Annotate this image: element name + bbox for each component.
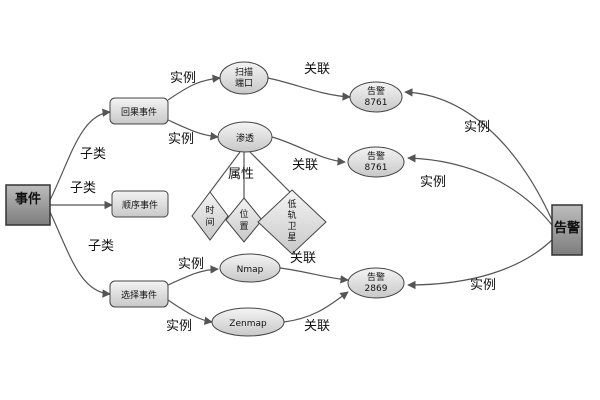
- select-event-label: 选择事件: [121, 289, 157, 301]
- edge-pen-alert-mid: [271, 136, 346, 166]
- label-relate-mid: 关联: [292, 158, 318, 173]
- penetration-label: 渗透: [236, 132, 254, 144]
- edge-zenmap-alert-bottom: [283, 291, 349, 323]
- label-instance-alarm-mid: 实例: [420, 175, 446, 190]
- label-subclass-2: 子类: [70, 181, 96, 196]
- edge-scan-alert-top: [267, 77, 351, 101]
- node-loopback-event: 回果事件: [109, 97, 169, 125]
- attr-time-label-2: 间: [205, 216, 214, 228]
- attr-time-label-1: 时: [205, 204, 214, 216]
- edge-alarm-alert-top: [404, 88, 553, 221]
- node-attr-position: 位 置: [225, 197, 263, 243]
- edge-select-nmap: [167, 265, 219, 286]
- nmap-label: Nmap: [237, 265, 264, 275]
- edge-nmap-alert-bottom: [279, 267, 349, 284]
- node-alert-mid: 告警 8761: [347, 146, 405, 178]
- edge-labels: 子类 子类 子类 实例 实例 实例 实例 实例 实例 实例 关联 关联 关联 关…: [70, 62, 496, 334]
- label-instance-alarm-bottom: 实例: [470, 278, 496, 293]
- edge-select-zenmap: [167, 299, 213, 325]
- label-subclass-1: 子类: [80, 147, 106, 162]
- node-zenmap: Zenmap: [211, 307, 285, 337]
- node-scan-port: 扫描 端口: [219, 61, 269, 95]
- alert-mid-label-2: 8761: [365, 163, 388, 173]
- scan-port-label-1: 扫描: [235, 66, 253, 78]
- label-relate-zenmap: 关联: [304, 319, 330, 334]
- alert-top-label-1: 告警: [367, 85, 385, 97]
- node-alert-top: 告警 8761: [349, 81, 403, 113]
- label-instance-nmap: 实例: [178, 257, 204, 272]
- node-event: 事件: [5, 184, 51, 226]
- loopback-event-label: 回果事件: [121, 106, 157, 118]
- edge-loopback-penetration: [167, 119, 219, 141]
- label-instance-alarm-top: 实例: [464, 120, 490, 135]
- node-attr-time: 时 间: [191, 191, 229, 241]
- edges: [49, 74, 553, 325]
- alert-bottom-label-2: 2869: [365, 284, 388, 294]
- sequence-event-label: 顺序事件: [122, 199, 158, 211]
- label-instance-pen: 实例: [168, 132, 194, 147]
- attr-path-label-2: 轨: [287, 209, 296, 221]
- alert-mid-label-1: 告警: [367, 150, 385, 162]
- label-relate-nmap: 关联: [290, 251, 316, 266]
- alarm-label: 告警: [554, 220, 580, 236]
- edge-event-loopback: [49, 108, 111, 201]
- edge-alarm-alert-mid: [407, 154, 553, 226]
- scan-port-label-2: 端口: [235, 77, 253, 89]
- edge-pen-attr-time: [209, 151, 241, 193]
- attr-pos-label-2: 置: [239, 221, 248, 232]
- label-instance-scan: 实例: [170, 71, 196, 86]
- node-sequence-event: 顺序事件: [111, 190, 169, 218]
- node-select-event: 选择事件: [109, 280, 169, 308]
- edge-event-select: [49, 211, 111, 298]
- node-alert-bottom: 告警 2869: [347, 267, 405, 299]
- attr-path-label-1: 低: [287, 198, 296, 210]
- label-subclass-3: 子类: [88, 239, 114, 254]
- attr-pos-label-1: 位: [239, 208, 248, 220]
- alert-top-label-2: 8761: [365, 98, 388, 108]
- node-attr-path: 低 轨 卫 星: [257, 189, 327, 255]
- label-attribute: 属性: [228, 167, 254, 182]
- attr-path-label-4: 星: [287, 232, 296, 243]
- edge-alarm-alert-bottom: [407, 239, 553, 290]
- attr-path-label-3: 卫: [287, 222, 296, 232]
- node-nmap: Nmap: [219, 253, 281, 283]
- node-alarm: 告警: [551, 204, 583, 256]
- zenmap-label: Zenmap: [229, 319, 267, 329]
- event-label-1: 事件: [15, 191, 41, 207]
- label-instance-zenmap: 实例: [166, 319, 192, 334]
- alert-bottom-label-1: 告警: [367, 271, 385, 283]
- edge-pen-attr-path: [249, 151, 291, 193]
- label-relate-top: 关联: [304, 62, 330, 77]
- node-penetration: 渗透: [217, 121, 273, 153]
- edge-loopback-scan: [167, 74, 221, 101]
